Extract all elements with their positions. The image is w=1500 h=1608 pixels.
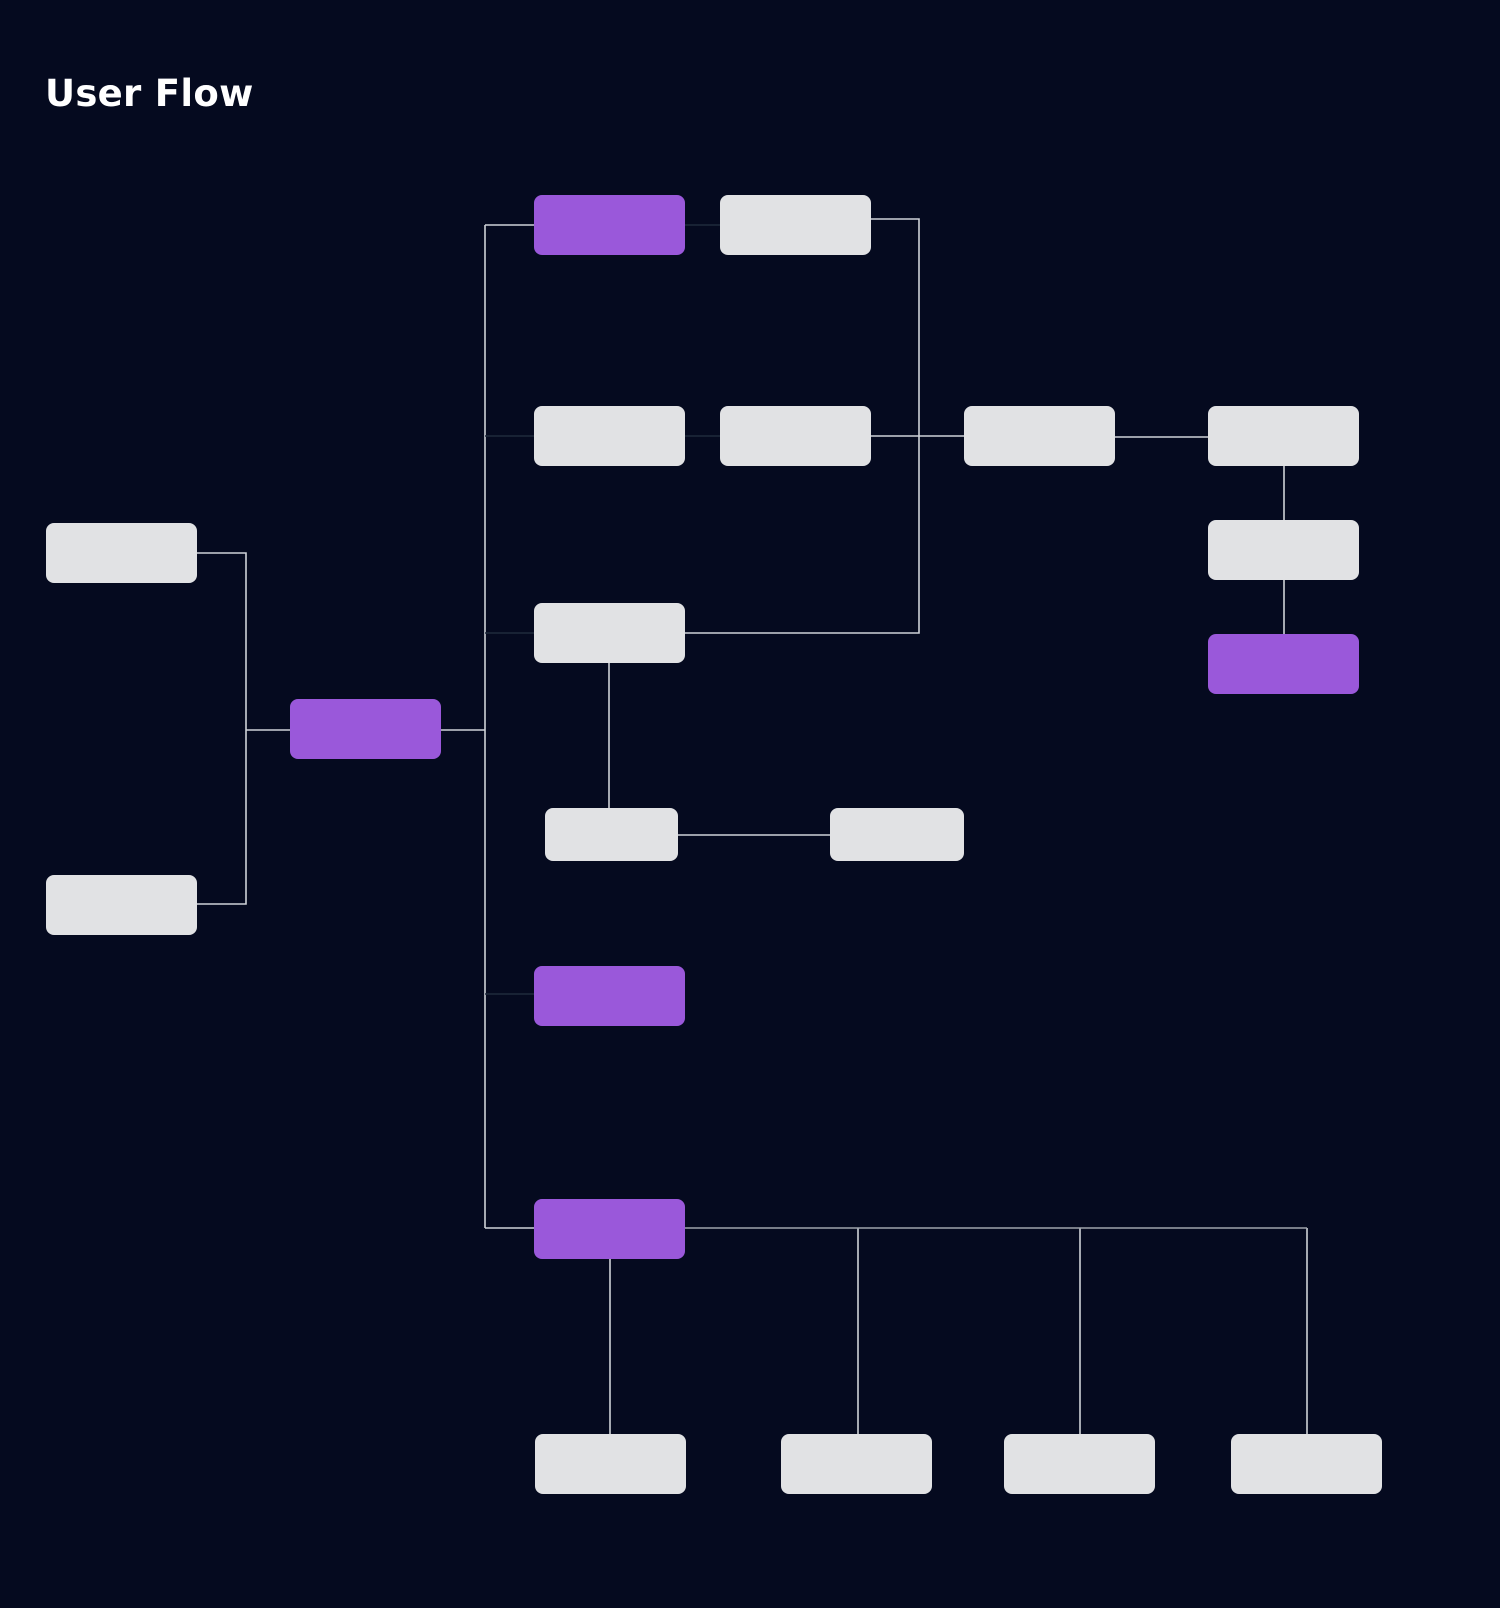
flow-node-branch-1[interactable]: [534, 195, 685, 255]
flow-node-bottom-4[interactable]: [1231, 1434, 1382, 1494]
flow-node-left-top[interactable]: [46, 523, 197, 583]
flow-node-branch-4[interactable]: [534, 966, 685, 1026]
flow-node-branch-2-next[interactable]: [720, 406, 871, 466]
flow-node-branch-1-next[interactable]: [720, 195, 871, 255]
flow-node-branch-2[interactable]: [534, 406, 685, 466]
flow-node-left-bottom[interactable]: [46, 875, 197, 935]
flow-node-right-3[interactable]: [1208, 634, 1359, 694]
flow-node-merge[interactable]: [964, 406, 1115, 466]
flow-node-branch-5[interactable]: [534, 1199, 685, 1259]
flow-node-sub-2[interactable]: [830, 808, 964, 861]
flow-node-bottom-1[interactable]: [535, 1434, 686, 1494]
connector-left-bracket: [197, 552, 247, 905]
diagram-title: User Flow: [45, 72, 254, 115]
flow-node-center-hub[interactable]: [290, 699, 441, 759]
flow-node-bottom-2[interactable]: [781, 1434, 932, 1494]
connector-right-bracket: [685, 218, 920, 634]
flow-node-bottom-3[interactable]: [1004, 1434, 1155, 1494]
flow-node-right-2[interactable]: [1208, 520, 1359, 580]
flow-node-sub-1[interactable]: [545, 808, 678, 861]
flow-node-right-1[interactable]: [1208, 406, 1359, 466]
flow-node-branch-3[interactable]: [534, 603, 685, 663]
